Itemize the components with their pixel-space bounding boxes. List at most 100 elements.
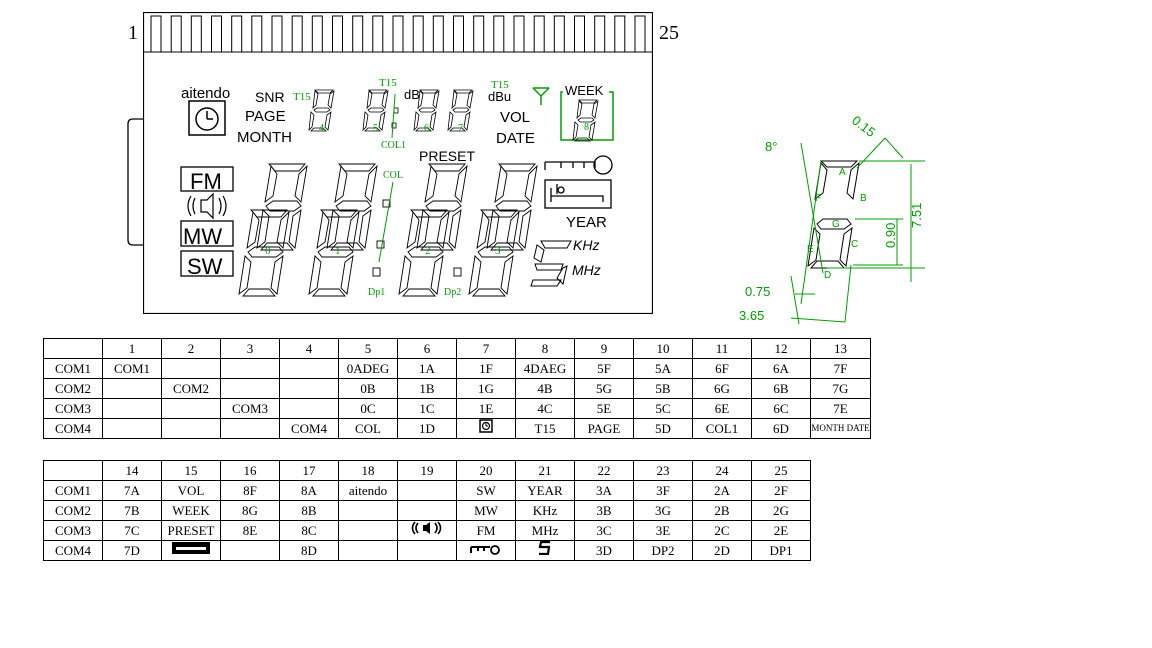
week-box: WEEK (560, 83, 614, 141)
sleep-bed-icon (544, 179, 612, 209)
table-cell: 5B (633, 378, 693, 399)
pin-19 (513, 15, 525, 53)
table-cell (456, 540, 516, 561)
table-cell: 7E (810, 398, 871, 419)
large-digit-number-3: 3 (495, 245, 501, 257)
brand-label: aitendo (181, 85, 230, 102)
pin-18 (493, 15, 505, 53)
table-cell: COM3 (43, 520, 103, 541)
large-digit-lower-3 (468, 209, 520, 297)
table-cell: 1G (456, 378, 516, 399)
table-cell: WEEK (161, 500, 221, 521)
small-digit-number-6: 6 (424, 123, 429, 134)
table-cell: 6F (692, 358, 752, 379)
table-cell (43, 338, 103, 359)
large-digit-lower-0 (238, 209, 290, 297)
table-cell: 8F (220, 480, 280, 501)
table-cell: 1A (397, 358, 457, 379)
table-cell: 2G (751, 500, 811, 521)
col1-dot-lower (391, 122, 397, 129)
table-cell: 20 (456, 460, 516, 481)
t15-label-b: T15 (379, 77, 397, 89)
table-cell: 6E (692, 398, 752, 419)
table-cell (102, 398, 162, 419)
table-cell: COL (338, 418, 398, 439)
seg-b-label: B (860, 193, 867, 204)
large-digit-upper-0 (256, 163, 308, 251)
table-cell: 1 (102, 338, 162, 359)
lcd-panel: aitendo SNR T15 T15 dB T15 dBu PAGE MONT… (143, 12, 653, 314)
table-cell: 4 (279, 338, 339, 359)
mhz-label: MHz (572, 262, 601, 278)
table-cell (338, 540, 398, 561)
col1-leader (391, 93, 396, 139)
large-digit-lower-2 (398, 209, 450, 297)
table-cell: 4C (515, 398, 575, 419)
dim-075: 0.75 (745, 284, 770, 299)
pin-label-last: 25 (659, 22, 679, 44)
table-cell: COM3 (43, 398, 103, 419)
table-cell: 7D (102, 540, 162, 561)
col1-label: COL1 (381, 140, 406, 151)
table-cell: 2D (692, 540, 752, 561)
table-cell: 8C (279, 520, 339, 541)
table-cell: PRESET (161, 520, 221, 541)
table-cell: PAGE (574, 418, 634, 439)
large-digit-lower-1 (308, 209, 360, 297)
dp1-label: Dp1 (368, 287, 385, 298)
table-cell: 10 (633, 338, 693, 359)
table-cell: 3 (220, 338, 280, 359)
table-cell: COM2 (43, 500, 103, 521)
table-cell: 17 (279, 460, 339, 481)
table-cell: SW (456, 480, 516, 501)
dbu-label: dBu (488, 89, 511, 104)
year-label: YEAR (566, 214, 607, 231)
pin-25 (634, 15, 646, 53)
page-label: PAGE (245, 108, 286, 125)
small-digit-number-5: 5 (373, 123, 378, 134)
table-cell: 2 (161, 338, 221, 359)
table-cell: COM2 (43, 378, 103, 399)
t15-label-c: T15 (491, 79, 509, 91)
table-cell (220, 418, 280, 439)
table-cell: 13 (810, 338, 871, 359)
table-cell: 24 (692, 460, 752, 481)
table-cell (220, 378, 280, 399)
table-cell: 15 (161, 460, 221, 481)
pin-1 (150, 15, 162, 53)
pin-21 (553, 15, 565, 53)
key-icon (544, 155, 613, 175)
table-cell (279, 378, 339, 399)
dp2-segment (453, 267, 462, 277)
table-cell: 2B (692, 500, 752, 521)
table-cell: 8D (279, 540, 339, 561)
pin-24 (614, 15, 626, 53)
table-cell: DP2 (633, 540, 693, 561)
table-cell: 0B (338, 378, 398, 399)
table-cell: 4B (515, 378, 575, 399)
table-cell: 7G (810, 378, 871, 399)
month-label: MONTH (237, 129, 292, 146)
t15-label-a: T15 (293, 91, 311, 103)
col-label: COL (383, 170, 403, 181)
alarm-clock-icon (188, 100, 226, 136)
table-cell (397, 500, 457, 521)
large-digit-number-2: 2 (425, 245, 431, 257)
seg-g-label: G (832, 219, 840, 230)
table-cell (338, 500, 398, 521)
dim-015: 0.15 (849, 113, 878, 140)
table-cell (43, 460, 103, 481)
pin-12 (372, 15, 384, 53)
col-dot-upper (382, 199, 391, 208)
mw-indicator: MW (180, 220, 234, 249)
table-cell: COM3 (220, 398, 280, 419)
table-cell: 8B (279, 500, 339, 521)
antenna-icon (532, 87, 550, 105)
table-cell (161, 358, 221, 379)
